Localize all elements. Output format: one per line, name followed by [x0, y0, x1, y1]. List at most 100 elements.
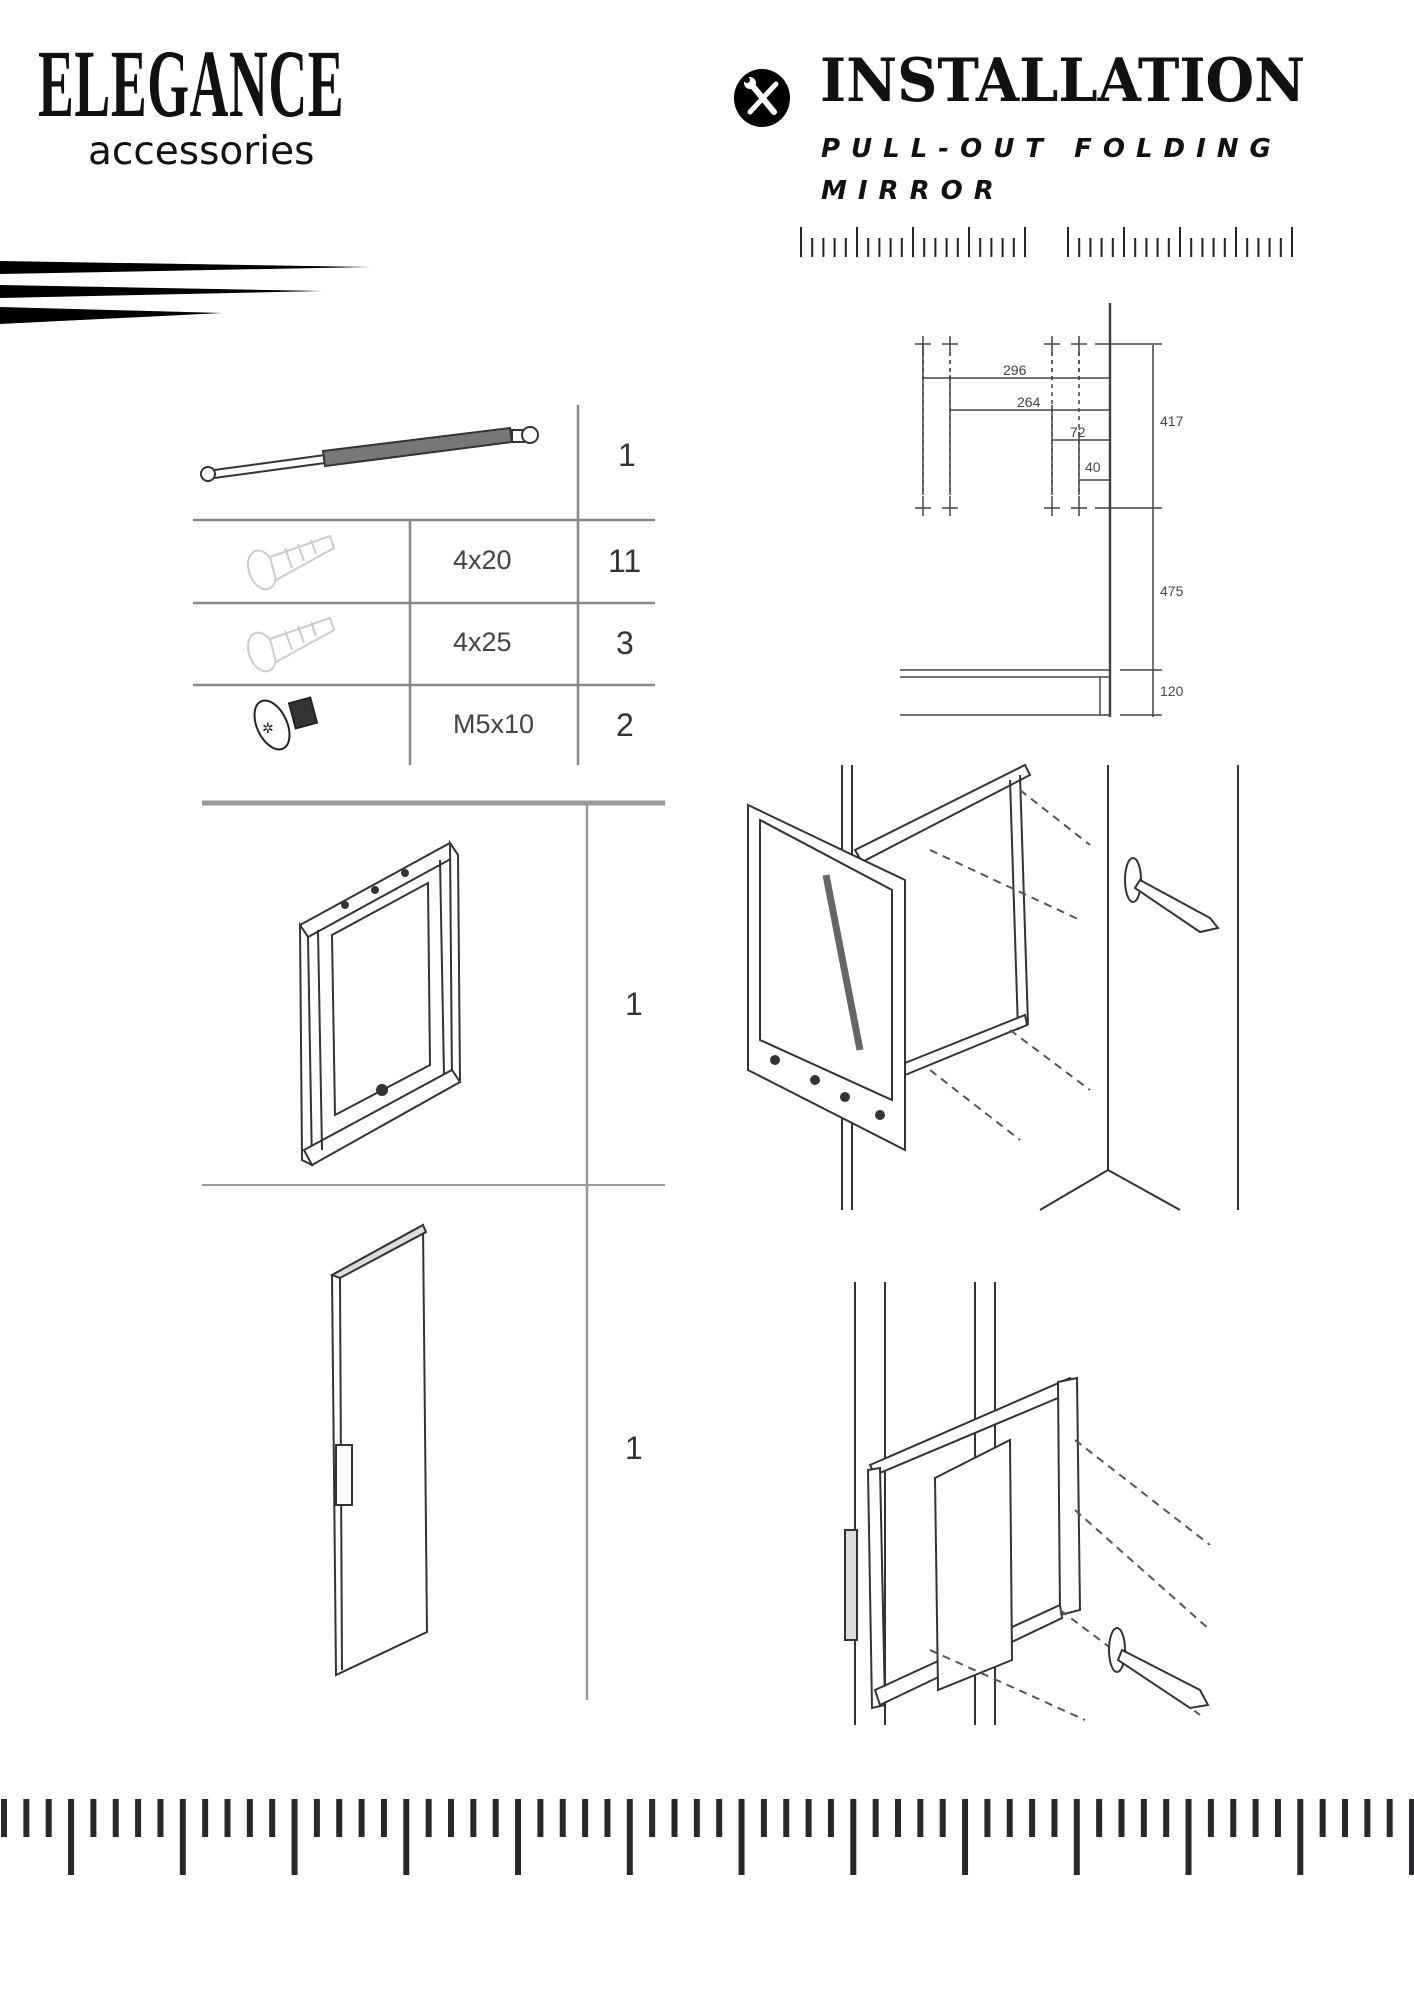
frame-icon: [298, 839, 462, 1167]
ruler-tick: [224, 1799, 231, 1837]
ruler-tick: [112, 1799, 119, 1837]
ruler-tick: [90, 1799, 97, 1837]
ruler-tick: [1051, 1799, 1058, 1837]
qty-mirror: 1: [625, 1430, 643, 1466]
ruler-tick: [1163, 1799, 1170, 1837]
ruler-tick: [202, 1799, 209, 1837]
ruler-tick: [850, 1799, 857, 1875]
page-subtitle: PULL-OUT FOLDING MIRROR: [821, 134, 1282, 206]
qty-gas-spring: 1: [618, 437, 636, 473]
installation-diagram-mount: [747, 763, 1239, 1211]
ruler-tick: [671, 1799, 678, 1837]
ruler-tick: [582, 1799, 589, 1837]
drill-mark: [1071, 500, 1087, 516]
ruler-tick: [68, 1799, 75, 1875]
qty-screw-4x20: 11: [608, 543, 642, 579]
ruler-tick: [962, 1799, 969, 1875]
screw-icon: [246, 534, 336, 591]
drill-mark: [1071, 336, 1087, 352]
dim-296: 296: [1003, 362, 1027, 378]
ruler-tick: [515, 1799, 522, 1875]
ruler-tick: [1319, 1799, 1326, 1837]
svg-text:✲: ✲: [262, 720, 274, 736]
ruler-tick: [760, 1799, 767, 1837]
size-screw-4x20: 4x20: [453, 545, 512, 575]
ruler-tick: [380, 1799, 387, 1837]
ruler-tick: [604, 1799, 611, 1837]
ruler-tick: [45, 1799, 52, 1837]
ruler-tick: [649, 1799, 656, 1837]
page-title: INSTALLATION: [820, 46, 1306, 116]
ruler-tick: [626, 1799, 633, 1875]
ruler-tick: [403, 1799, 410, 1875]
ruler-tick: [1, 1799, 7, 1837]
drill-mark: [915, 500, 931, 516]
ruler-tick: [917, 1799, 924, 1837]
ruler-tick: [1006, 1799, 1013, 1837]
ruler-tick: [358, 1799, 365, 1837]
ruler-tick: [1230, 1799, 1237, 1837]
ruler-tick: [246, 1799, 253, 1837]
ruler-tick: [716, 1799, 723, 1837]
ruler-tick: [1274, 1799, 1281, 1837]
ruler-tick: [1073, 1799, 1080, 1875]
size-screw-m5x10: M5x10: [453, 709, 535, 739]
ruler-tick: [1386, 1799, 1393, 1837]
dim-120: 120: [1160, 683, 1184, 699]
ruler-tick: [1342, 1799, 1348, 1837]
size-screw-4x25: 4x25: [453, 627, 512, 657]
gas-spring-icon: [200, 426, 539, 482]
ruler-tick: [783, 1799, 790, 1837]
parts-table-grid: [193, 405, 655, 765]
dim-40: 40: [1085, 459, 1101, 475]
ruler-tick: [872, 1799, 879, 1837]
ruler-tick: [492, 1799, 499, 1837]
drill-mark: [942, 500, 958, 516]
ruler-tick: [559, 1799, 566, 1837]
ruler-tick: [984, 1799, 991, 1837]
ruler-tick: [1140, 1799, 1147, 1837]
decorative-stripes: [0, 261, 370, 324]
mini-ruler-decoration: [800, 227, 1293, 257]
dim-417: 417: [1160, 413, 1184, 429]
ruler-tick: [1185, 1799, 1192, 1875]
ruler-tick: [23, 1799, 30, 1837]
drill-mark: [942, 336, 958, 352]
installation-diagram-attach: [844, 1282, 1211, 1725]
qty-screw-4x25: 3: [616, 625, 634, 661]
ruler-tick: [291, 1799, 298, 1875]
ruler-tick: [179, 1799, 186, 1875]
ruler-tick: [1029, 1799, 1036, 1837]
ruler-tick: [1096, 1799, 1103, 1837]
ruler-tick: [537, 1799, 544, 1837]
ruler-tick: [269, 1799, 276, 1837]
mirror-icon: [329, 1223, 429, 1677]
brand-tagline: accessories: [88, 129, 315, 174]
ruler-tick: [425, 1799, 432, 1837]
ruler-tick: [157, 1799, 164, 1837]
ruler-tick: [1364, 1799, 1371, 1837]
ruler-tick: [1252, 1799, 1259, 1837]
dim-264: 264: [1017, 394, 1041, 410]
qty-screw-m5x10: 2: [616, 707, 634, 743]
ruler-tick: [939, 1799, 946, 1837]
ruler-tick: [1409, 1799, 1414, 1875]
ruler-tick: [135, 1799, 142, 1837]
ruler-tick: [738, 1799, 745, 1875]
drill-mark: [1044, 336, 1060, 352]
ruler-tick: [1118, 1799, 1125, 1837]
dimension-labels: 296 264 72 40 417 475 120: [1003, 362, 1184, 699]
ruler-tick: [470, 1799, 477, 1837]
ruler-tick: [827, 1799, 834, 1837]
dimension-diagram: [900, 303, 1162, 717]
components-table-grid: [202, 800, 665, 1700]
ruler-tick: [1207, 1799, 1214, 1837]
ruler-tick: [895, 1799, 901, 1837]
ruler-tick: [336, 1799, 343, 1837]
ruler-tick: [805, 1799, 812, 1837]
drill-mark: [1044, 500, 1060, 516]
brand-logo: ELEGANCE: [38, 30, 345, 137]
ruler-tick: [313, 1799, 320, 1837]
tools-icon: [734, 69, 790, 127]
